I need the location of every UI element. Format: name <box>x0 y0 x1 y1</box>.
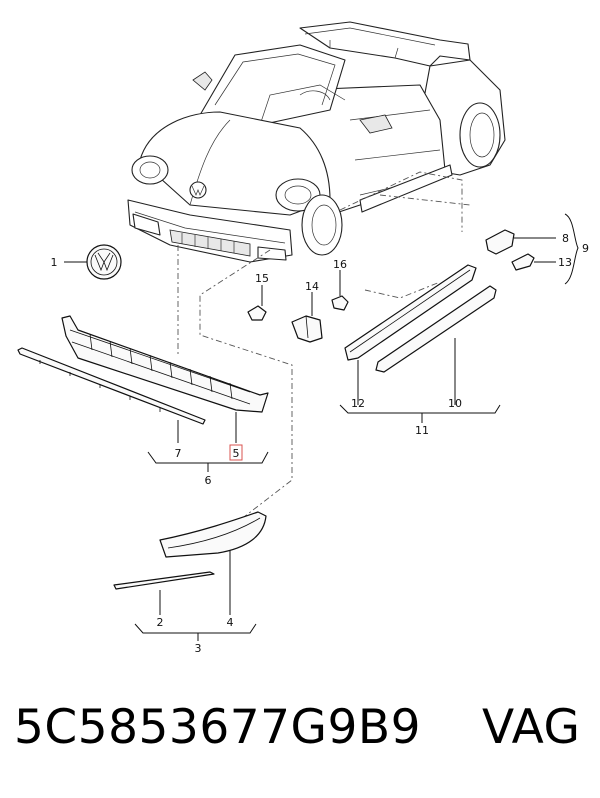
part-clip-15 <box>247 285 267 321</box>
car-illustration <box>127 21 506 263</box>
part-strip-2 <box>113 571 215 615</box>
part-number: 5C5853677G9B9 <box>14 700 422 755</box>
part-bracket-14 <box>291 292 323 343</box>
brace-9 <box>564 213 579 285</box>
callout-12: 12 <box>351 397 365 410</box>
part-sill-10 <box>375 285 497 405</box>
callout-8: 8 <box>562 232 569 245</box>
part-cover-8 <box>485 229 556 255</box>
brand-name: VAG <box>482 700 581 755</box>
footer-caption: 5C5853677G9B9 VAG <box>14 700 594 772</box>
callout-1: 1 <box>51 256 58 269</box>
callout-15: 15 <box>255 272 269 285</box>
callout-9: 9 <box>582 242 589 255</box>
callout-14: 14 <box>305 280 319 293</box>
callout-4: 4 <box>227 616 234 629</box>
dash-lines <box>177 171 471 521</box>
callout-5-highlight <box>229 444 243 461</box>
callout-3: 3 <box>195 642 202 655</box>
part-grille-4 <box>159 511 267 615</box>
callout-10: 10 <box>448 397 462 410</box>
callout-5: 5 <box>233 447 240 460</box>
part-sill-12 <box>344 264 477 405</box>
bracket-3 <box>134 623 257 641</box>
part-strip-7 <box>17 347 206 443</box>
callout-11: 11 <box>415 424 429 437</box>
callout-13: 13 <box>558 256 572 269</box>
callout-2: 2 <box>157 616 164 629</box>
part-badge <box>64 244 122 280</box>
callout-16: 16 <box>333 258 347 271</box>
bracket-11 <box>339 404 501 423</box>
part-grille-5 <box>61 315 269 443</box>
part-clip-16 <box>331 270 349 311</box>
part-cover-13 <box>511 253 556 271</box>
callout-6: 6 <box>205 474 212 487</box>
bracket-6 <box>147 451 269 472</box>
callout-7: 7 <box>175 447 182 460</box>
